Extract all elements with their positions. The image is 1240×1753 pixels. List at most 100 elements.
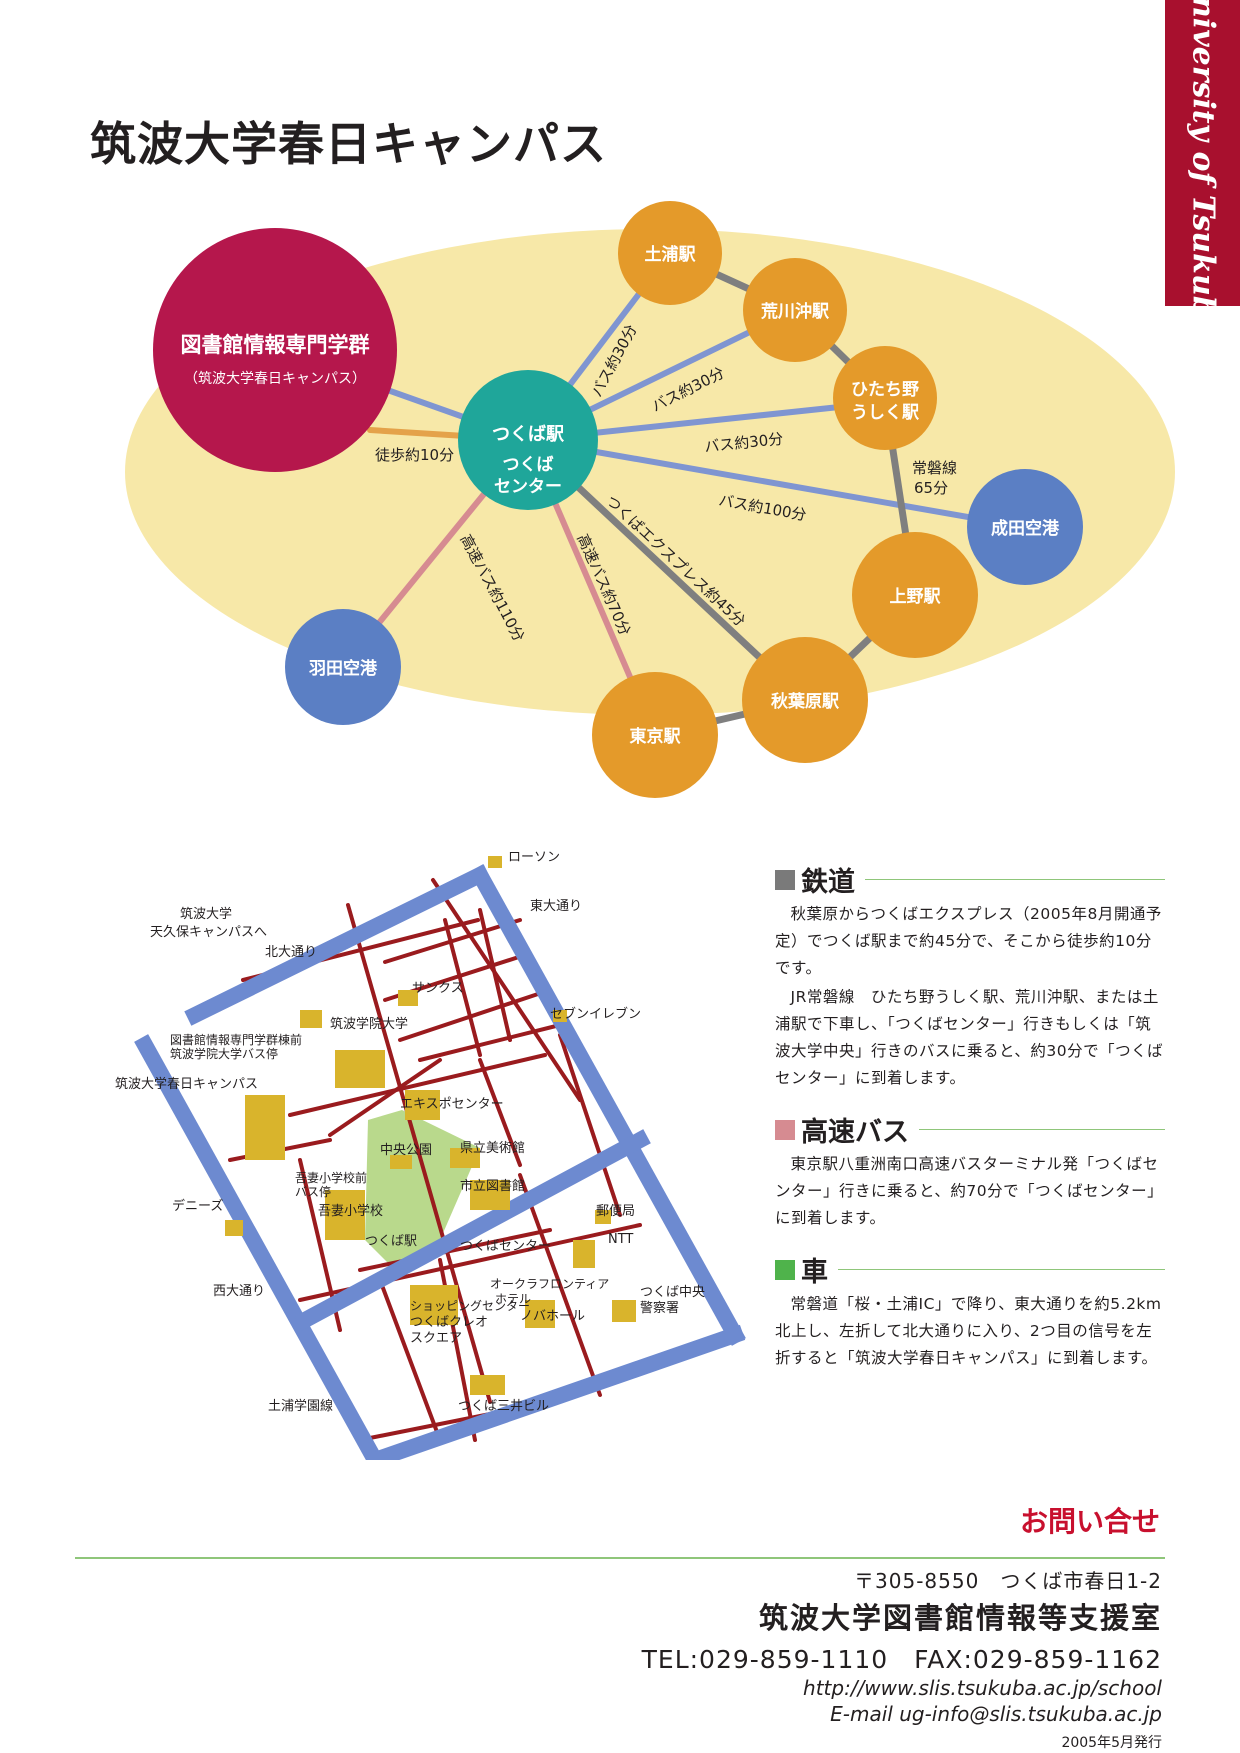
map-label-sunx: サンクス bbox=[412, 981, 464, 996]
station-node-akihabara bbox=[742, 637, 868, 763]
building-azuma bbox=[325, 1190, 365, 1240]
building-dennys bbox=[225, 1220, 243, 1236]
section-hwybus-marker bbox=[775, 1119, 795, 1140]
hub-node-center2: センター bbox=[494, 477, 562, 497]
building-ntt bbox=[573, 1240, 595, 1268]
station-arakawaoki: 荒川沖駅 bbox=[760, 301, 830, 322]
section-hwybus-title: 高速バス bbox=[801, 1117, 909, 1148]
building-kouen bbox=[390, 1155, 412, 1169]
map-label-kasuga-campus: 筑波大学春日キャンパス bbox=[115, 1076, 258, 1092]
map-label-lawson: ローソン bbox=[508, 850, 560, 865]
building-library bbox=[470, 1180, 510, 1210]
map-label-ntt: NTT bbox=[608, 1232, 633, 1247]
hub-node-center1: つくば bbox=[503, 455, 554, 475]
map-label-shop-3: スクエア bbox=[410, 1331, 462, 1346]
contact-url-text[interactable]: http://www.slis.tsukuba.ac.jp/school bbox=[803, 1676, 1162, 1700]
route-label-walk: 徒歩約10分 bbox=[375, 446, 454, 464]
airport-node-narita bbox=[967, 469, 1083, 585]
building-mitsui bbox=[470, 1375, 505, 1395]
section-car-heading: 車 bbox=[775, 1250, 1165, 1289]
building-seven bbox=[553, 1010, 567, 1022]
school-node bbox=[153, 228, 397, 472]
section-hwybus-heading: 高速バス bbox=[775, 1110, 1165, 1149]
station-node-tsuchiura bbox=[618, 201, 722, 305]
contact-address: 〒305-8550 つくば市春日1-2 bbox=[854, 1569, 1162, 1593]
building-police bbox=[612, 1300, 636, 1322]
page-title: 筑波大学春日キャンパス bbox=[90, 117, 607, 171]
map-label-mitsui: つくば三井ビル bbox=[458, 1399, 549, 1414]
contact-email-text[interactable]: E-mail ug-info@slis.tsukuba.ac.jp bbox=[830, 1702, 1162, 1726]
school-node-name: 図書館情報専門学群 bbox=[181, 333, 370, 357]
station-node-hitachino bbox=[833, 346, 937, 450]
map-label-city-library: 市立図書館 bbox=[460, 1178, 525, 1194]
area-map: ローソン 東大通り 筑波大学 天久保キャンパスへ 北大通り サンクス セブンイレ… bbox=[115, 850, 746, 1460]
section-car-title: 車 bbox=[801, 1257, 828, 1288]
section-rail-heading: 鉄道 bbox=[775, 860, 1165, 899]
map-label-art-museum: 県立美術館 bbox=[460, 1141, 525, 1156]
section-rail-title: 鉄道 bbox=[801, 867, 855, 898]
station-node-arakawaoki bbox=[743, 258, 847, 362]
station-akihabara: 秋葉原駅 bbox=[771, 691, 840, 712]
station-tokyo: 東京駅 bbox=[630, 726, 682, 747]
main-roads bbox=[134, 864, 746, 1460]
map-label-tsuchiura-gakuen: 土浦学園線 bbox=[268, 1398, 333, 1414]
section-car: 車 常磐道「桜・土浦IC」で降り、東大通りを約5.2km北上し、左折して北大通り… bbox=[775, 1250, 1165, 1372]
issue-date: 2005年5月発行 bbox=[1061, 1735, 1162, 1751]
map-label-okura-2: ホテル bbox=[495, 1292, 531, 1306]
map-label-dennys: デニーズ bbox=[172, 1198, 223, 1214]
map-label-tsukuba-center: つくばセンター bbox=[460, 1239, 551, 1254]
map-label-central-park: 中央公園 bbox=[380, 1143, 432, 1158]
section-hwybus-text: 東京駅八重洲南口高速バスターミナル発「つくばセンター」行きに乗ると、約70分で「… bbox=[775, 1155, 1164, 1227]
buildings bbox=[225, 856, 636, 1395]
airport-haneda: 羽田空港 bbox=[309, 658, 378, 679]
building-lawson bbox=[488, 856, 502, 868]
station-ueno: 上野駅 bbox=[890, 587, 942, 607]
map-label-seven-eleven: セブンイレブン bbox=[550, 1006, 641, 1022]
station-hitachino-2: うしく駅 bbox=[851, 403, 920, 423]
route-bus-narita bbox=[525, 437, 1028, 530]
brand-tab: University of Tsukuba bbox=[1165, 0, 1240, 336]
airport-node-haneda bbox=[285, 609, 401, 725]
section-rail-rule bbox=[865, 879, 1165, 880]
map-label-azuma-bus-1: 吾妻小学校前 bbox=[295, 1170, 367, 1185]
section-rail-text-1: 秋葉原からつくばエクスプレス（2005年8月開通予定）でつくば駅まで約45分で、… bbox=[775, 905, 1162, 977]
contact-url[interactable]: http://www.slis.tsukuba.ac.jp/school bbox=[803, 1676, 1162, 1700]
map-label-tsukuba-univ: 筑波大学 bbox=[180, 906, 232, 922]
station-tsuchiura: 土浦駅 bbox=[645, 244, 697, 265]
section-car-rule bbox=[838, 1269, 1165, 1270]
map-label-azuma-bus-2: バス停 bbox=[295, 1184, 331, 1199]
section-car-text: 常磐道「桜・土浦IC」で降り、東大通りを約5.2km北上し、左折して北大通りに入… bbox=[775, 1295, 1162, 1367]
building-museum bbox=[450, 1148, 480, 1168]
map-label-shop-2: つくばクレオ bbox=[410, 1315, 488, 1330]
section-car-marker bbox=[775, 1259, 795, 1280]
section-hwybus-rule bbox=[919, 1129, 1165, 1130]
map-label-okura-1: オークラフロンティア bbox=[490, 1277, 609, 1291]
building-okura bbox=[525, 1300, 555, 1328]
map-label-novahall: ノバホール bbox=[520, 1309, 585, 1324]
building-busstop bbox=[300, 1010, 322, 1028]
route-label-joban: 常磐線 bbox=[912, 459, 957, 477]
school-node-campus: （筑波大学春日キャンパス） bbox=[184, 371, 366, 387]
contact-email[interactable]: E-mail ug-info@slis.tsukuba.ac.jp bbox=[830, 1702, 1162, 1726]
map-label-tenkubo: 天久保キャンパスへ bbox=[150, 925, 267, 940]
section-rail-text-2: JR常磐線 ひたち野うしく駅、荒川沖駅、または土浦駅で下車し、「つくばセンター」… bbox=[775, 988, 1164, 1087]
map-label-higashi-odori: 東大通り bbox=[530, 898, 582, 914]
contact-heading: お問い合せ bbox=[1019, 1505, 1160, 1538]
station-hitachino-1: ひたち野 bbox=[851, 380, 919, 400]
map-label-azuma-school: 吾妻小学校 bbox=[318, 1203, 383, 1219]
route-label-joban-time: 65分 bbox=[914, 479, 948, 497]
map-label-post-office: 郵便局 bbox=[596, 1204, 635, 1219]
map-label-tsukuba-sta: つくば駅 bbox=[365, 1234, 417, 1249]
map-label-gakuin: 筑波学院大学 bbox=[330, 1016, 408, 1032]
station-node-tokyo bbox=[592, 672, 718, 798]
access-sections: 鉄道 秋葉原からつくばエクスプレス（2005年8月開通予定）でつくば駅まで約45… bbox=[775, 860, 1165, 1372]
station-node-ueno bbox=[852, 532, 978, 658]
map-label-shop-1: ショッピングセンター bbox=[410, 1299, 530, 1313]
hub-node-station: つくば駅 bbox=[492, 424, 565, 445]
map-label-expo-center: エキスポセンター bbox=[400, 1097, 504, 1112]
map-label-police-1: つくば中央 bbox=[640, 1285, 705, 1300]
map-label-busstop-2: 筑波学院大学バス停 bbox=[170, 1046, 278, 1061]
map-label-kita-odori: 北大通り bbox=[265, 945, 317, 960]
section-rail: 鉄道 秋葉原からつくばエクスプレス（2005年8月開通予定）でつくば駅まで約45… bbox=[775, 860, 1165, 1092]
hub-node bbox=[458, 370, 598, 510]
